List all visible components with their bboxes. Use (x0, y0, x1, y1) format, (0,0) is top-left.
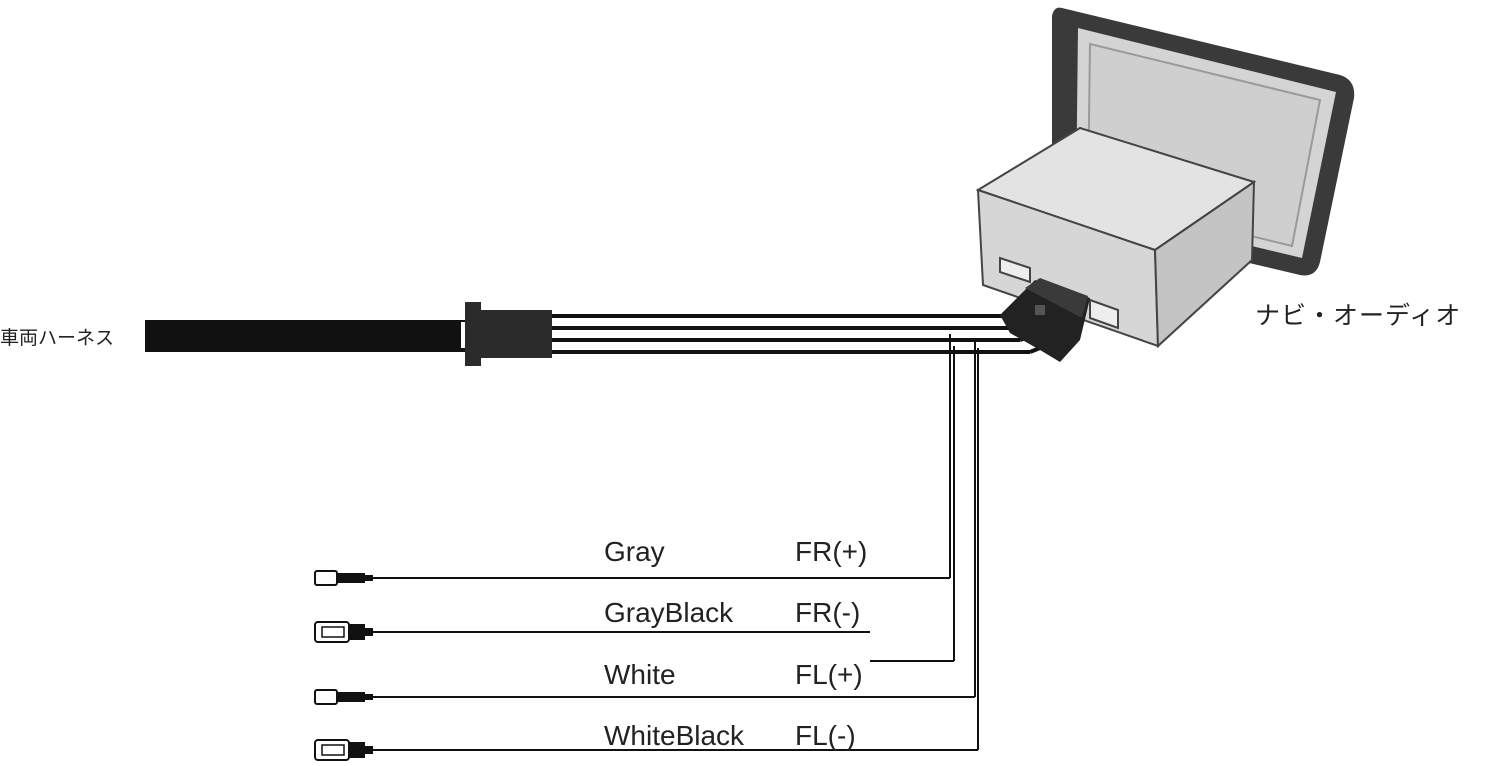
navi-audio-unit (975, 7, 1355, 349)
branch-lines (949, 334, 979, 750)
inline-connector (459, 302, 552, 366)
wire-channel-label: FL(-) (795, 720, 856, 751)
navi-audio-label: ナビ・オーディオ (1255, 301, 1462, 330)
male-terminal-icon (314, 689, 373, 705)
wire-color-label: GrayBlack (604, 597, 734, 628)
wire-color-label: White (604, 659, 676, 690)
wire-channel-label: FL(+) (795, 659, 863, 690)
wire-bundle (552, 304, 1056, 354)
chassis-side (1153, 180, 1256, 349)
female-terminal-icon (314, 739, 373, 761)
male-terminal-icon (314, 570, 373, 586)
vehicle-harness-label: 車両ハーネス (0, 327, 115, 349)
wire-channel-label: FR(-) (795, 597, 861, 628)
female-terminal-icon (314, 621, 373, 643)
wire-channel-label: FR(+) (795, 536, 868, 567)
wire-color-label: WhiteBlack (604, 720, 745, 751)
speaker-lead-fl-plus (370, 660, 975, 698)
unit-connector (1000, 278, 1090, 362)
wire-color-label: Gray (604, 536, 665, 567)
vehicle-harness-cable (145, 320, 465, 352)
